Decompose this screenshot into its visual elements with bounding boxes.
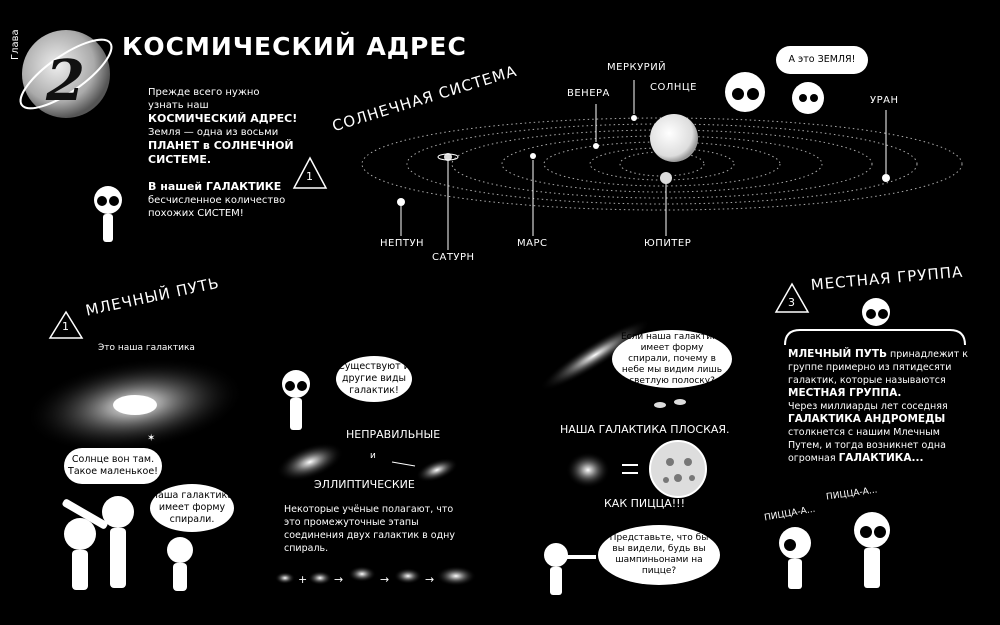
question-speech-bubble: Если наша галактика имеет форму спирали,… xyxy=(612,330,732,388)
character-local-group-icon xyxy=(862,298,890,326)
neptune-icon xyxy=(397,198,405,206)
chapter-number: 2 xyxy=(46,48,85,114)
elliptical-label: ЭЛЛИПТИЧЕСКИЕ xyxy=(314,478,415,491)
mars-icon xyxy=(530,153,536,159)
sun-marker-icon: ✶ xyxy=(147,433,155,444)
leader-lines xyxy=(400,80,887,250)
imagine-speech-bubble: Представьте, что бы вы видели, будь вы ш… xyxy=(598,525,720,585)
mercury-icon xyxy=(631,115,637,121)
sun-icon xyxy=(650,114,698,162)
label-uranus: УРАН xyxy=(870,95,899,106)
section-number-local: 3 xyxy=(788,296,795,309)
scientists-text: Некоторые учёные полагают, что это проме… xyxy=(284,504,455,554)
venus-icon xyxy=(593,143,599,149)
label-mercury: МЕРКУРИЙ xyxy=(607,62,667,73)
galaxy-types-speech-bubble: Существуют и другие виды галактик! xyxy=(336,356,412,402)
spiral-galaxy-small-icon xyxy=(566,452,610,488)
saturn-icon xyxy=(437,153,459,161)
page-title: КОСМИЧЕСКИЙ АДРЕС xyxy=(122,32,467,61)
character-intro-icon xyxy=(94,186,122,242)
milky-way-galaxy-icon xyxy=(25,357,245,453)
sun-speech-bubble: Солнце вон там. Такое маленькое! xyxy=(64,448,162,484)
section-number-solar: 1 xyxy=(306,170,313,183)
and-label: и xyxy=(370,451,376,461)
character-zombie-1-icon xyxy=(779,527,811,589)
elliptical-galaxy-icon xyxy=(416,457,458,483)
label-saturn: САТУРН xyxy=(432,252,475,263)
label-jupiter: ЮПИТЕР xyxy=(644,238,692,249)
jupiter-icon xyxy=(660,172,672,184)
character-right-telescope-icon xyxy=(544,543,596,595)
svg-text:+: + xyxy=(298,573,307,586)
flat-galaxy-text: НАША ГАЛАКТИКА ПЛОСКАЯ. xyxy=(560,423,730,436)
section-triangle-2-icon xyxy=(48,310,84,339)
character-zombie-2-icon xyxy=(854,512,890,588)
mushrooms-icon xyxy=(654,399,686,408)
label-sun: СОЛНЦЕ xyxy=(650,82,697,93)
galaxy-merger-sequence: + → → → xyxy=(275,566,476,586)
label-mars: МАРС xyxy=(517,238,548,249)
section-triangle-3-icon xyxy=(774,282,810,313)
character-galaxy-types-icon xyxy=(282,370,310,430)
earth-speech-bubble: А это ЗЕМЛЯ! xyxy=(776,46,868,74)
character-scientist-icon xyxy=(725,72,765,112)
local-group-paragraph: МЛЕЧНЫЙ ПУТЬ принадлежит к группе пример… xyxy=(788,348,968,464)
chapter-label: Глава xyxy=(10,29,21,60)
pizza-icon xyxy=(649,440,707,498)
milky-way-caption: Это наша галактика xyxy=(98,343,195,353)
irregular-label: НЕПРАВИЛЬНЫЕ xyxy=(346,428,441,441)
irregular-galaxy-icon xyxy=(276,442,344,482)
section-triangle-1-icon xyxy=(292,156,328,189)
label-neptune: НЕПТУН xyxy=(380,238,425,249)
svg-text:→: → xyxy=(334,573,343,586)
equals-sign xyxy=(622,464,638,474)
character-telescope-group-icon xyxy=(62,496,193,591)
label-venus: ВЕНЕРА xyxy=(567,88,610,99)
svg-text:→: → xyxy=(380,573,389,586)
section-number-milky: 1 xyxy=(62,320,69,333)
spiral-speech-bubble: Наша галактика имеет форму спирали. xyxy=(150,484,234,532)
svg-text:→: → xyxy=(425,573,434,586)
chapter-moon-icon xyxy=(19,30,113,118)
local-group-bracket xyxy=(784,329,966,346)
character-chick-icon xyxy=(792,82,824,114)
pizza-text: КАК ПИЦЦА!!! xyxy=(604,497,685,510)
uranus-icon xyxy=(882,174,890,182)
